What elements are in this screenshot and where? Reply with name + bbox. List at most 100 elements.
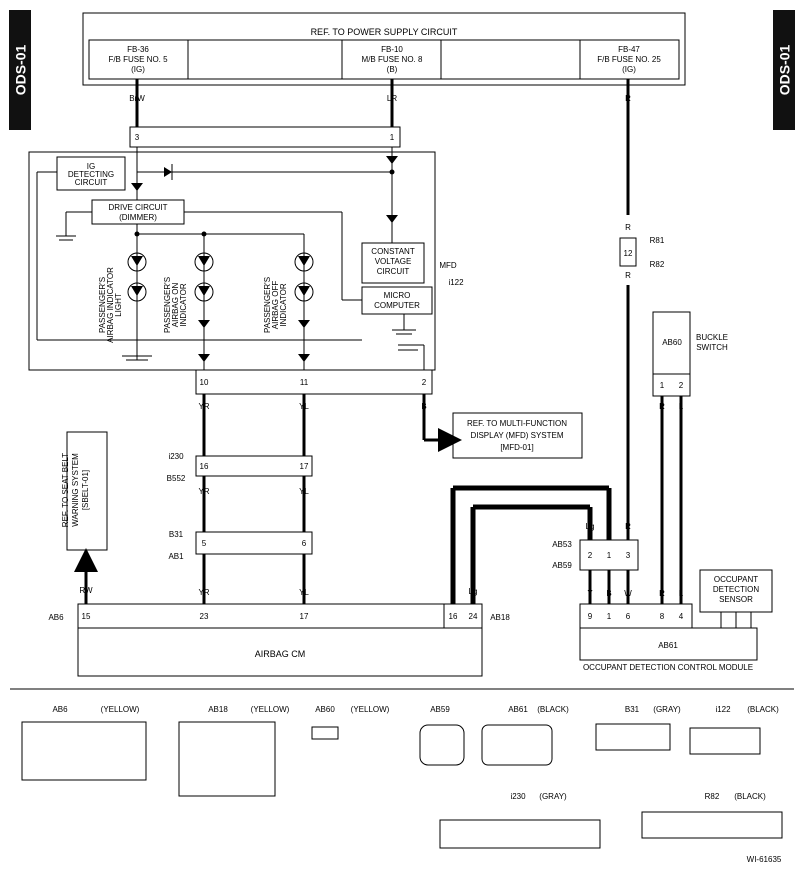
buckle-label: SWITCH: [696, 343, 728, 352]
pin-2: 2: [679, 381, 684, 390]
pin-1: 1: [660, 381, 665, 390]
figure-id: WI-61635: [747, 855, 782, 864]
legend-b31-color: (GRAY): [653, 705, 681, 714]
fuse3-label: (IG): [622, 65, 636, 74]
light2-label: PASSENGER'S: [163, 277, 172, 333]
ab59-label: AB59: [552, 561, 572, 570]
pin-3: 3: [626, 551, 631, 560]
pin-6: 6: [626, 612, 631, 621]
pin-2: 2: [588, 551, 593, 560]
legend-i122-color: (BLACK): [747, 705, 779, 714]
fuse1-label: (IG): [131, 65, 145, 74]
section-tab-left: ODS-01: [9, 10, 31, 130]
wire-b: B: [421, 402, 426, 411]
r81-label: R81: [650, 236, 665, 245]
legend-r82: R82: [705, 792, 720, 801]
legend-ab61-color: (BLACK): [537, 705, 569, 714]
drive-circuit-label: DRIVE CIRCUIT: [108, 203, 167, 212]
legend-ab6-color: (YELLOW): [101, 705, 140, 714]
airbag-cm-label: AIRBAG CM: [255, 649, 306, 659]
wire-r: R: [625, 223, 631, 232]
legend-r82-color: (BLACK): [734, 792, 766, 801]
pin-17: 17: [300, 612, 309, 621]
light2-label: INDICATOR: [179, 283, 188, 326]
fuse1-label: F/B FUSE NO. 5: [108, 55, 168, 64]
wire-b: B: [450, 587, 455, 596]
fuse3-label: FB-47: [618, 45, 640, 54]
pin-1: 1: [607, 551, 612, 560]
ab61-label: AB61: [658, 641, 678, 650]
ref-mfd: [MFD-01]: [500, 443, 533, 452]
fuse2-label: FB-10: [381, 45, 403, 54]
b552-label: B552: [167, 474, 186, 483]
i230-label: i230: [168, 452, 184, 461]
ab18-label: AB18: [490, 613, 510, 622]
pin-10: 10: [200, 378, 209, 387]
ods-sensor-label: DETECTION: [713, 585, 759, 594]
wire-r: R: [625, 271, 631, 280]
legend-i122: i122: [715, 705, 731, 714]
ods-sensor-label: OCCUPANT: [714, 575, 758, 584]
legend-ab59: AB59: [430, 705, 450, 714]
light2-label: AIRBAG ON: [171, 283, 180, 328]
ref-seatbelt: REF. TO SEAT BELT: [61, 453, 70, 528]
wire-b: B: [606, 522, 611, 531]
legend-ab60: AB60: [315, 705, 335, 714]
drive-circuit-label: (DIMMER): [119, 213, 157, 222]
i122-conn-label: i122: [448, 278, 464, 287]
pin-3: 3: [135, 133, 140, 142]
pin-1: 1: [607, 612, 612, 621]
pin-17: 17: [300, 462, 309, 471]
legend-i230: i230: [510, 792, 526, 801]
wire-r: R: [625, 94, 631, 103]
cvc-label: CIRCUIT: [377, 267, 410, 276]
ab6-label: AB6: [48, 613, 64, 622]
b31-label: B31: [169, 530, 184, 539]
ig-circuit-label: CIRCUIT: [75, 178, 108, 187]
pin-8: 8: [660, 612, 665, 621]
odcm-label: OCCUPANT DETECTION CONTROL MODULE: [583, 663, 753, 672]
legend-ab6: AB6: [52, 705, 68, 714]
pin-1: 1: [390, 133, 395, 142]
fuse2-label: M/B FUSE NO. 8: [362, 55, 423, 64]
legend-ab18: AB18: [208, 705, 228, 714]
power-title: REF. TO POWER SUPPLY CIRCUIT: [311, 27, 458, 37]
ab1-label: AB1: [168, 552, 184, 561]
buckle-label: BUCKLE: [696, 333, 728, 342]
wire-rw: RW: [79, 586, 93, 595]
wire-lg: Lg: [469, 587, 478, 596]
wire-l: L: [679, 402, 684, 411]
fuse2-label: (B): [387, 65, 398, 74]
ab53-label: AB53: [552, 540, 572, 549]
wire-yl: YL: [299, 588, 309, 597]
light1-label: AIRBAG INDICATOR: [106, 267, 115, 343]
pin-9: 9: [588, 612, 593, 621]
pin-23: 23: [200, 612, 209, 621]
legend-ab61: AB61: [508, 705, 528, 714]
ref-seatbelt: [SBELT-01]: [81, 470, 90, 510]
pin-2: 2: [422, 378, 427, 387]
light3-label: INDICATOR: [279, 283, 288, 326]
pin-4: 4: [679, 612, 684, 621]
fuse3-label: F/B FUSE NO. 25: [597, 55, 661, 64]
micro-label: COMPUTER: [374, 301, 420, 310]
pin-16: 16: [449, 612, 458, 621]
pin-6: 6: [302, 539, 307, 548]
section-tab-right: ODS-01: [773, 10, 795, 130]
fuse1-label: FB-36: [127, 45, 149, 54]
wire-y: Y: [587, 589, 593, 598]
wire-r: R: [625, 522, 631, 531]
wire-r: R: [659, 589, 665, 598]
wire-lr: LR: [387, 94, 397, 103]
wire-w: W: [624, 589, 632, 598]
wire-brw: BrW: [129, 94, 145, 103]
ods-sensor-label: SENSOR: [719, 595, 753, 604]
cvc-label: VOLTAGE: [375, 257, 412, 266]
wire-lg: Lg: [586, 522, 595, 531]
light3-label: AIRBAG OFF: [271, 281, 280, 330]
pin-12: 12: [624, 249, 633, 258]
light3-label: PASSENGER'S: [263, 277, 272, 333]
legend-ab60-color: (YELLOW): [351, 705, 390, 714]
pin-16: 16: [200, 462, 209, 471]
